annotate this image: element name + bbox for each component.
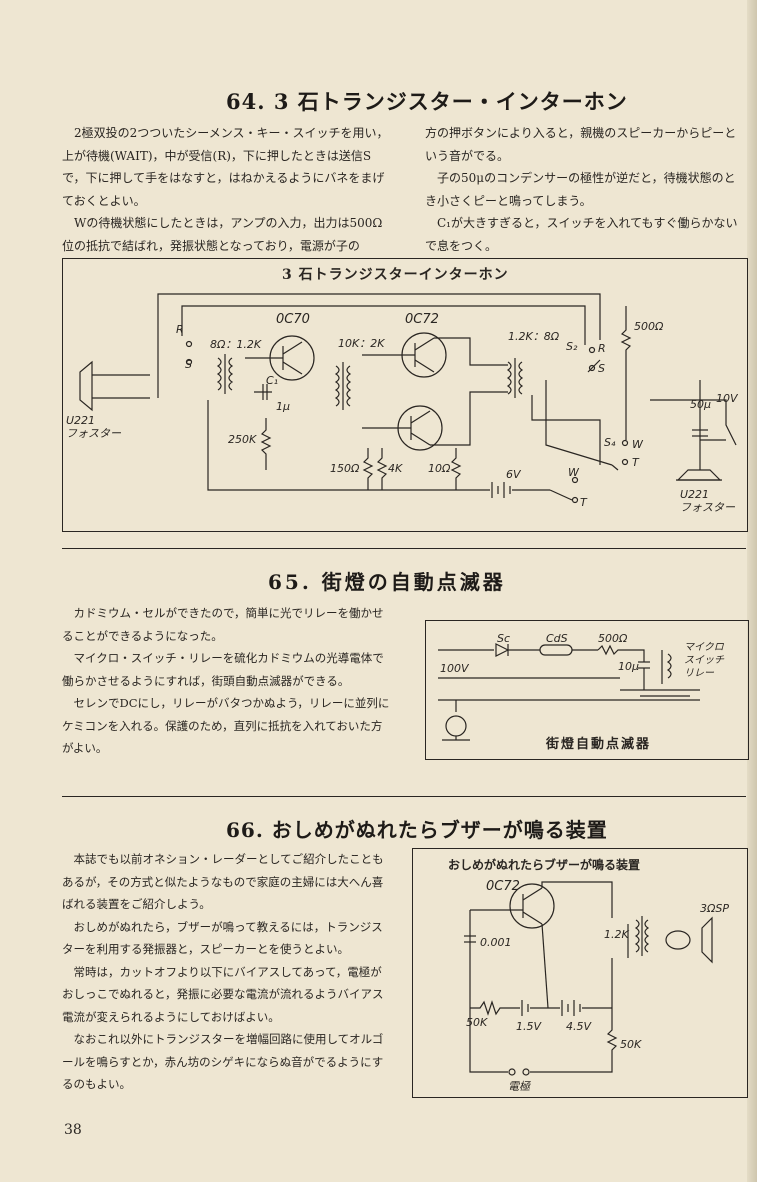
label-3ohm-sp: 3ΩSP <box>700 902 729 915</box>
transistor-oc72-icon <box>509 883 555 929</box>
label-relay-2: スイッチ <box>684 655 725 666</box>
label-s: S <box>185 358 192 371</box>
label-45v: 4.5V <box>566 1020 592 1033</box>
paragraph: 2極双投の2つついたシーメンス・キー・スイッチを用い，上が待機(WAIT)，中が… <box>62 126 389 208</box>
page-edge <box>747 0 757 1182</box>
figure-65-frame <box>425 620 749 760</box>
section-divider <box>62 548 746 549</box>
label-t: T <box>632 456 640 469</box>
label-12k: 1.2K <box>604 928 629 941</box>
paragraph: 常時は，カットオフより以下にバイアスしてあって，電極がおしっこでぬれると，発振に… <box>62 964 384 1024</box>
label-r: R <box>176 323 184 336</box>
page-number: 38 <box>64 1122 82 1138</box>
label-r500: 500Ω <box>634 320 664 333</box>
label-r150: 150Ω <box>330 462 360 475</box>
label-sc: Sc <box>497 632 510 645</box>
paragraph: C₁が大きすぎると，スイッチを入れてもすぐ働らかないで息をつく。 <box>425 216 738 253</box>
label-r500: 500Ω <box>598 632 628 645</box>
label-r2: R <box>598 342 606 355</box>
label-electrode: 電極 <box>508 1080 532 1093</box>
label-t2: T <box>580 496 588 509</box>
label-cds: CdS <box>546 632 568 645</box>
label-speaker-left: U221 <box>66 414 95 427</box>
label-relay-1: マイクロ <box>684 641 725 653</box>
label-50k-2: 50K <box>620 1038 642 1051</box>
label-w: W <box>632 438 644 451</box>
label-c1: C₁ <box>266 374 278 387</box>
section-64-title: 64. 3 石トランジスター・インターホン <box>226 89 628 114</box>
label-10u: 10μ <box>618 660 639 673</box>
label-50k: 50K <box>466 1016 488 1029</box>
paragraph: カドミウム・セルができたので，簡単に光でリレーを働かせることができるようになった… <box>62 606 384 643</box>
label-s4: S₄ <box>604 436 616 449</box>
paragraph: 子の50μのコンデンサーの極性が逆だと，待機状態のとき小さくピーと鳴ってしまう。 <box>425 171 736 208</box>
label-50u: 50μ <box>690 398 711 411</box>
label-oc72: 0C72 <box>405 312 439 327</box>
label-w2: W <box>568 466 580 479</box>
label-s2: S₂ <box>566 340 578 353</box>
figure-64-caption: 3 石トランジスターインターホン <box>282 267 509 283</box>
paragraph: おしめがぬれたら，ブザーが鳴って教えるには，トランジスターを利用する発振器と，ス… <box>62 919 383 957</box>
paragraph: 本誌でも以前オネション・レーダーとしてご紹介したこともあるが，その方式と似たよう… <box>62 852 384 911</box>
label-speaker-right: U221 <box>680 488 709 501</box>
section-66-text: 本誌でも以前オネション・レーダーとしてご紹介したこともあるが，その方式と似たよう… <box>62 848 392 1096</box>
label-15v: 1.5V <box>516 1020 542 1033</box>
paragraph: 方の押ボタンにより入ると，親機のスピーカーからピーという音がでる。 <box>425 126 737 163</box>
label-oc70: 0C70 <box>276 312 310 327</box>
electrode-icon <box>522 1068 530 1076</box>
label-t2: 10K：2K <box>338 337 385 350</box>
figure-65-caption: 街燈自動点滅器 <box>546 737 652 752</box>
label-10v: 10V <box>716 392 739 405</box>
paragraph: マイクロ・スイッチ・リレーを硫化カドミウムの光導電体で働らかさせるようにすれば，… <box>62 651 384 688</box>
label-r250k: 250K <box>228 433 257 446</box>
label-0001: 0.001 <box>480 936 512 949</box>
paragraph: セレンでDCにし，リレーがバタつかぬよう，リレーに並列にケミコンを入れる。保護の… <box>62 696 390 755</box>
label-r10: 10Ω <box>428 462 451 475</box>
section-65-text: カドミウム・セルができたので，簡単に光でリレーを働かせることができるようになった… <box>62 602 392 760</box>
speaker-icon <box>701 916 713 964</box>
label-t3: 1.2K：8Ω <box>508 330 560 343</box>
figure-64-frame <box>62 258 748 532</box>
speaker-left-icon <box>79 360 93 412</box>
electrode-icon <box>508 1068 516 1076</box>
section-65-title: 65. 街燈の自動点滅器 <box>268 570 506 594</box>
label-t1: 8Ω：1.2K <box>210 338 262 351</box>
paragraph: なおこれ以外にトランジスターを増幅回路に使用してオルゴールを鳴らすとか，赤ん坊の… <box>62 1032 384 1091</box>
label-speaker-left-brand: フォスター <box>66 427 122 440</box>
section-64-text-right: 方の押ボタンにより入ると，親機のスピーカーからピーという音がでる。 子の50μの… <box>425 122 747 257</box>
label-oc72: 0C72 <box>486 879 520 894</box>
label-relay-3: リレー <box>684 668 715 679</box>
figure-66-caption: おしめがぬれたらブザーが鳴る装置 <box>448 858 641 872</box>
label-6v: 6V <box>506 468 522 481</box>
figure-66-frame <box>412 848 748 1098</box>
paragraph: Wの待機状態にしたときは，アンプの入力，出力は500Ω位の抵抗で結ばれ，発振状態… <box>62 216 383 253</box>
section-66-title: 66. おしめがぬれたらブザーが鳴る装置 <box>226 818 608 842</box>
label-r4k: 4K <box>388 462 403 475</box>
label-speaker-right-brand: フォスター <box>680 501 736 514</box>
label-100v: 100V <box>440 662 470 675</box>
section-divider <box>62 796 746 797</box>
label-s2b: S <box>598 362 605 375</box>
label-c1-value: 1μ <box>276 400 290 413</box>
section-64-text-left: 2極双投の2つついたシーメンス・キー・スイッチを用い，上が待機(WAIT)，中が… <box>62 122 392 257</box>
